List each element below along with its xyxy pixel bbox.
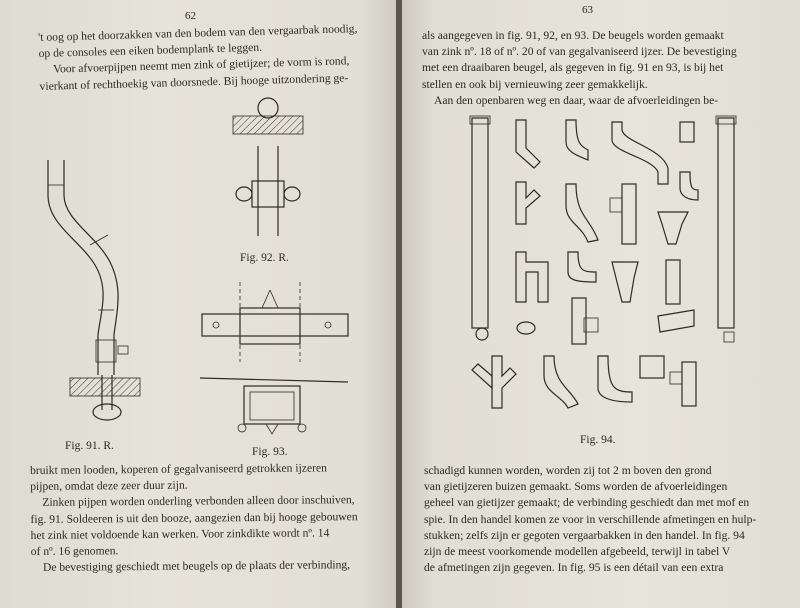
text-line: geheel van gietijzer gemaakt; de verbind… bbox=[424, 496, 750, 510]
fig91-pipe-drawing bbox=[47, 160, 141, 421]
fig93-caption: Fig. 93. bbox=[252, 446, 288, 458]
page-number-left: 62 bbox=[185, 10, 196, 22]
text-line: het zink niet voldoende kan werken. Voor… bbox=[30, 526, 330, 542]
fig92-caption: Fig. 92. R. bbox=[240, 252, 289, 264]
text-line: bruikt men looden, koperen of gegalvanis… bbox=[30, 461, 327, 477]
text-line: De bevestiging geschiedt met beugels op … bbox=[42, 558, 351, 575]
book-gutter bbox=[396, 0, 404, 608]
text-line: schadigd kunnen worden, worden zij tot 2… bbox=[424, 464, 712, 477]
right-bottom-paragraph: schadigd kunnen worden, worden zij tot 2… bbox=[424, 463, 756, 576]
left-bottom-paragraph: bruikt men looden, koperen of gegalvanis… bbox=[30, 460, 358, 576]
fig94-caption: Fig. 94. bbox=[580, 434, 616, 446]
fig92-bracket-drawing bbox=[232, 97, 304, 236]
fig91-caption: Fig. 91. R. bbox=[65, 440, 114, 452]
text-line: stellen en ook bij vernieuwing zeer gema… bbox=[422, 77, 648, 91]
text-line: als aangegeven in fig. 91, 92, en 93. De… bbox=[422, 29, 724, 42]
text-line: zijn de meest voorkomende modellen afgeb… bbox=[424, 544, 731, 558]
text-line: stukken; zelfs zijn er gegoten vergaarba… bbox=[424, 528, 745, 542]
text-line: spie. In den handel komen ze voor in ver… bbox=[424, 512, 757, 526]
left-top-paragraph: 't oog op het doorzakken van den bodem v… bbox=[38, 21, 359, 95]
left-page: 62 't oog op het doorzakken van den bode… bbox=[0, 0, 398, 608]
text-line: van zink nº. 18 of nº. 20 of van gegalva… bbox=[422, 45, 737, 59]
text-line: van gietijzeren buizen gemaakt. Soms wor… bbox=[424, 480, 728, 494]
fig94-pipe-fittings-drawing bbox=[469, 115, 737, 409]
fig93-bracket-drawing bbox=[199, 282, 349, 435]
text-line: Aan den openbaren weg en daar, waar de a… bbox=[434, 93, 719, 107]
text-line: met een draaibaren beugel, als gegeven i… bbox=[422, 61, 724, 75]
page-number-right: 63 bbox=[582, 4, 593, 16]
right-top-paragraph: als aangegeven in fig. 91, 92, en 93. De… bbox=[422, 28, 737, 109]
right-page: 63 als aangegeven in fig. 91, 92, en 93.… bbox=[402, 0, 800, 608]
text-line: de afmetingen zijn gegeven. In fig. 95 i… bbox=[424, 561, 724, 575]
